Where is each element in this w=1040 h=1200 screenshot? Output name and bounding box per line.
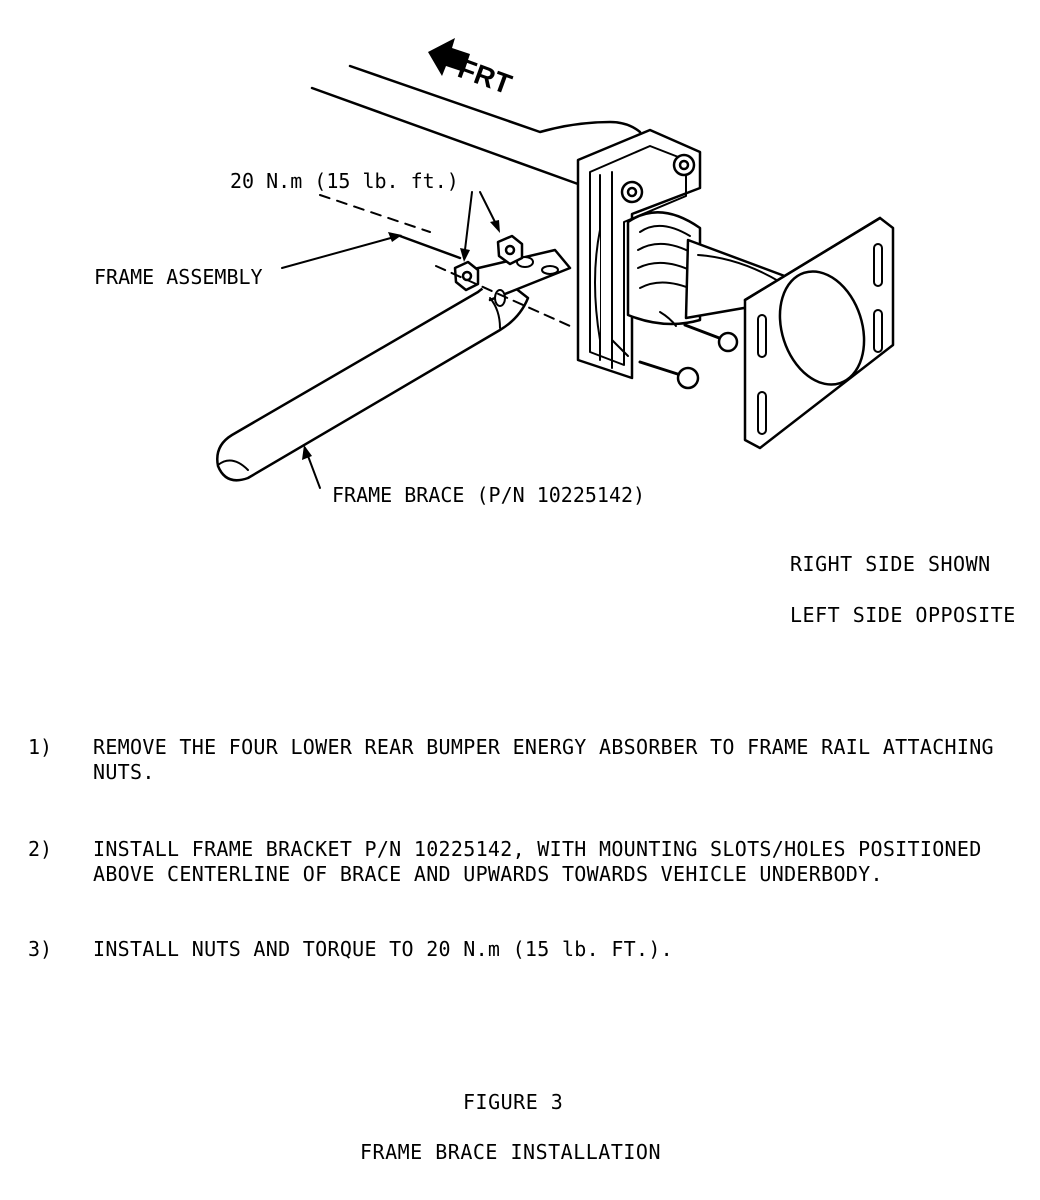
side-note-right-shown: RIGHT SIDE SHOWN <box>790 552 991 576</box>
frame-assembly-label: FRAME ASSEMBLY <box>94 265 263 289</box>
bumper-mount-plate <box>743 216 895 450</box>
plate-bolts <box>611 153 739 390</box>
frame-brace <box>216 248 572 482</box>
torque-label: 20 N.m (15 lb. ft.) <box>230 169 459 193</box>
figure-number: FIGURE 3 <box>463 1090 564 1114</box>
frame-rail <box>310 64 642 260</box>
side-note-left-opposite: LEFT SIDE OPPOSITE <box>790 603 1016 627</box>
step-number: 3) <box>28 937 53 961</box>
step-number: 2) <box>28 837 53 861</box>
frame-brace-label: FRAME BRACE (P/N 10225142) <box>332 483 645 507</box>
energy-absorber <box>626 211 792 326</box>
step-number: 1) <box>28 735 53 759</box>
front-direction-arrow-icon <box>428 38 470 76</box>
frame-brace-diagram: FRT 20 N.m (15 lb. ft.) FRAME ASSEMBLY F… <box>94 38 895 507</box>
figure-title: FRAME BRACE INSTALLATION <box>360 1140 661 1164</box>
brace-nuts <box>435 234 571 327</box>
absorber-mount-bracket <box>576 128 702 380</box>
step-text: INSTALL FRAME BRACKET P/N 10225142, WITH… <box>93 837 982 886</box>
step-text: REMOVE THE FOUR LOWER REAR BUMPER ENERGY… <box>93 735 994 784</box>
step-text: INSTALL NUTS AND TORQUE TO 20 N.m (15 lb… <box>93 937 674 961</box>
front-direction-label: FRT <box>454 53 516 101</box>
